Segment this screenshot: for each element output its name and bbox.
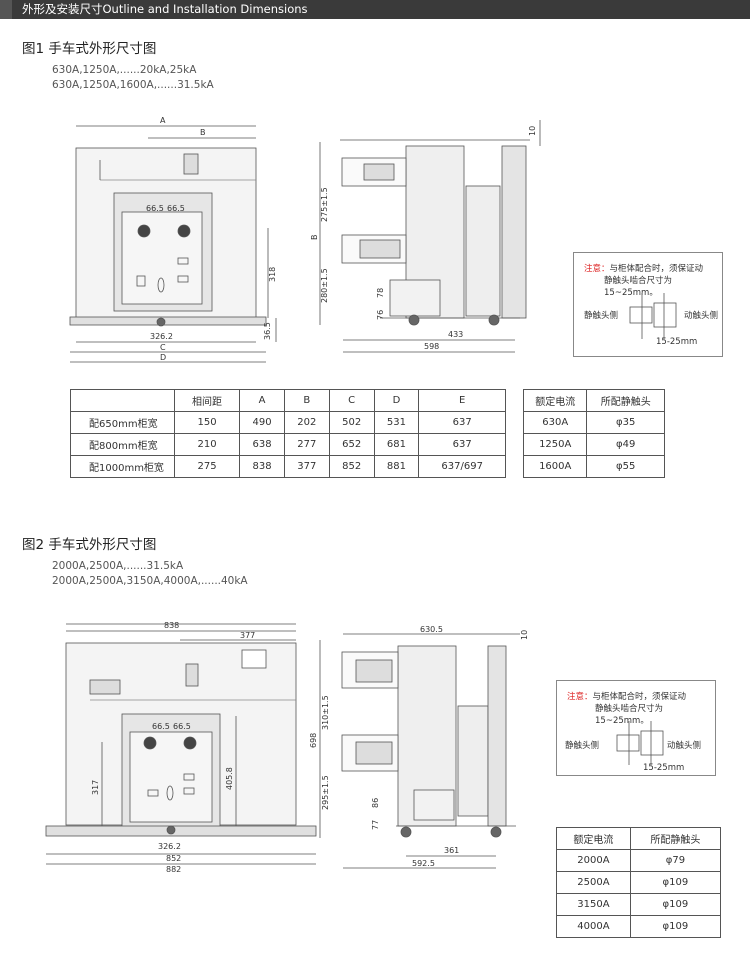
note-label: 注意：: [584, 264, 610, 274]
fig1-note: 注意：与柜体配合时，须保证动 静触头啮合尺寸为15~25mm。 静触头侧 动触头…: [573, 252, 723, 357]
dim-698: 698: [309, 733, 318, 748]
note-left: 静触头侧: [584, 311, 619, 321]
table-cell: 502: [328, 411, 375, 434]
table-cell: φ109: [629, 871, 722, 894]
fig2-note: 注意：与柜体配合时，须保证动 静触头啮合尺寸为15~25mm。 静触头侧 动触头…: [556, 680, 716, 776]
dim-66-5-left: 66.5: [152, 722, 170, 731]
dim-10: 10: [520, 630, 529, 640]
dim-66-5-left: 66.5: [146, 204, 164, 213]
dim-317: 317: [91, 780, 100, 795]
table-cell: φ109: [629, 893, 722, 916]
section-header: 外形及安装尺寸Outline and Installation Dimensio…: [0, 0, 750, 19]
table-cell: 4000A: [556, 915, 631, 938]
dim-852: 852: [166, 854, 181, 863]
dim-433: 433: [448, 330, 463, 339]
dim-295: 295±1.5: [321, 775, 330, 810]
note-range: 15-25mm: [643, 763, 685, 773]
contact-diagram: [616, 721, 664, 765]
dim-76: 76: [376, 310, 385, 320]
dim-B-vertical: B: [310, 235, 319, 241]
table-cell: 637/697: [418, 455, 506, 478]
dim-318: 318: [268, 267, 277, 282]
dim-326-2: 326.2: [150, 332, 173, 341]
dim-D: D: [160, 353, 166, 362]
table-cell: 377: [283, 455, 330, 478]
note-line1: 与柜体配合时，须保证动: [592, 692, 687, 702]
dim-882: 882: [166, 865, 181, 874]
dim-66-5-right: 66.5: [173, 722, 191, 731]
dim-598: 598: [424, 342, 439, 351]
table-cell: φ109: [629, 915, 722, 938]
dim-A: A: [160, 116, 166, 125]
dim-36-5: 36.5: [263, 322, 272, 340]
note-line2: 静触头啮合尺寸为15~25mm。: [604, 276, 673, 298]
fig1-dimension-table: 相间距 A B C D E 配650mm柜宽 150 490 202 502 5…: [70, 389, 506, 478]
dim-86: 86: [371, 798, 380, 808]
table-cell: 275: [173, 455, 241, 478]
note-line1: 与柜体配合时，须保证动: [609, 264, 704, 274]
table-cell: 852: [328, 455, 375, 478]
fig1-subtitle-1: 630A,1250A,......20kA,25kA: [52, 64, 197, 76]
note-right: 动触头侧: [667, 741, 702, 751]
note-left: 静触头侧: [565, 741, 600, 751]
dim-405-8: 405.8: [225, 767, 234, 790]
dim-C: C: [160, 343, 166, 352]
dim-B: B: [200, 128, 206, 137]
dim-592-5: 592.5: [412, 859, 435, 868]
dim-66-5-right: 66.5: [167, 204, 185, 213]
table-cell: φ55: [586, 455, 665, 478]
note-right: 动触头侧: [684, 311, 719, 321]
table-row: 配1000mm柜宽 275 838 377 852 881 637/697: [70, 455, 506, 478]
table-cell: 3150A: [556, 893, 631, 916]
table-header-row: 额定电流 所配静触头: [522, 389, 665, 412]
fig2-subtitle-2: 2000A,2500A,3150A,4000A,......40kA: [52, 575, 248, 587]
table-header-cell: 所配静触头: [629, 827, 722, 850]
dim-275: 275±1.5: [320, 187, 329, 222]
table-cell: 1600A: [522, 455, 588, 478]
header-accent: [0, 0, 12, 19]
header-title: 外形及安装尺寸Outline and Installation Dimensio…: [22, 2, 308, 16]
table-header-row: 额定电流 所配静触头: [556, 827, 722, 850]
dim-630-5: 630.5: [420, 625, 443, 634]
table-cell: 2000A: [556, 849, 631, 872]
table-cell: φ79: [629, 849, 722, 872]
note-label: 注意：: [567, 692, 593, 702]
table-header-cell: 额定电流: [556, 827, 631, 850]
dim-10: 10: [528, 126, 537, 136]
note-line2: 静触头啮合尺寸为15~25mm。: [595, 704, 664, 726]
note-range: 15-25mm: [656, 337, 698, 347]
fig2-subtitle-1: 2000A,2500A,......31.5kA: [52, 560, 184, 572]
dim-77: 77: [371, 820, 380, 830]
table-cell: 2500A: [556, 871, 631, 894]
dim-361: 361: [444, 846, 459, 855]
fig2-title: 图2 手车式外形尺寸图: [22, 537, 157, 553]
dim-326-2: 326.2: [158, 842, 181, 851]
dim-377: 377: [240, 631, 255, 640]
table-cell: 838: [239, 455, 285, 478]
dim-78: 78: [376, 288, 385, 298]
fig1-title: 图1 手车式外形尺寸图: [22, 41, 157, 57]
contact-diagram: [629, 293, 677, 339]
table-row: 配800mm柜宽 210 638 277 652 681 637: [70, 433, 506, 456]
dim-310: 310±1.5: [321, 695, 330, 730]
table-row: 配650mm柜宽 150 490 202 502 531 637: [70, 411, 506, 434]
dim-838: 838: [164, 621, 179, 630]
fig1-subtitle-2: 630A,1250A,1600A,......31.5kA: [52, 79, 214, 91]
dim-280: 280±1.5: [320, 268, 329, 303]
